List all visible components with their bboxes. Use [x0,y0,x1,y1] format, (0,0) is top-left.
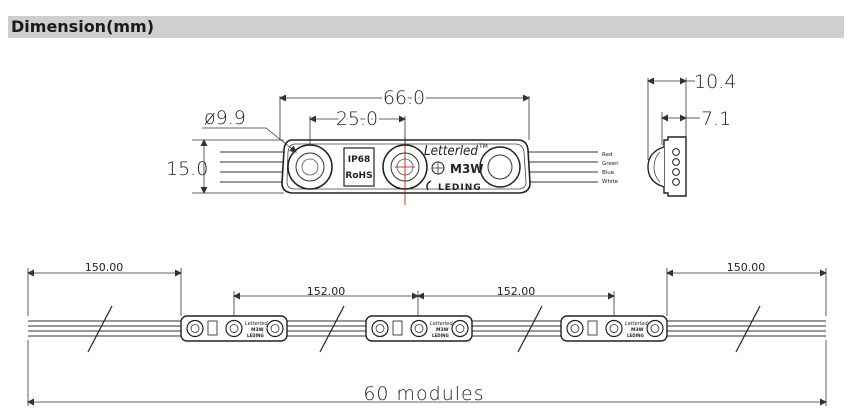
chain-module-3: Letterled M3W LEDING [560,315,668,342]
svg-text:M3W: M3W [436,327,449,333]
svg-text:LEDING: LEDING [627,333,644,338]
svg-text:Letterled: Letterled [430,321,453,327]
dim-pitch: 25.0 [336,108,378,130]
svg-text:Letterled: Letterled [245,321,268,327]
model-text: M3W [450,162,484,176]
svg-text:M3W: M3W [251,327,264,333]
top-view: IP68 RoHS Letterled TM M3W LEDING 66.0 2… [166,85,619,205]
maker-logo-icon [426,180,432,191]
module-count: 60 modules [363,383,484,405]
side-view: 10.4 7.1 [647,71,736,197]
wire-label-blue: Blue [602,170,615,176]
dim-spacing-2: 152.00 [497,285,536,298]
dim-length: 66.0 [383,87,425,109]
dim-lead-right: 150.00 [727,261,766,274]
dim-diameter: ø9.9 [204,107,246,129]
dim-body: 7.1 [701,108,731,130]
label-ip68: IP68 [348,155,370,165]
svg-text:M3W: M3W [631,327,644,333]
dim-height: 15.0 [166,158,208,180]
lens-right [479,146,521,188]
break-mark [87,305,113,353]
brand-text: Letterled [424,144,479,159]
wire-label-white: White [602,179,619,185]
wire-label-red: Red [602,152,612,158]
dim-depth: 10.4 [694,71,736,93]
svg-text:Letterled: Letterled [625,321,648,327]
svg-text:LEDING: LEDING [432,333,449,338]
dim-lead-left: 150.00 [85,261,124,274]
section-header: Dimension(mm) [8,16,844,38]
wires-right [520,151,598,183]
cert-label-box [343,147,375,187]
break-mark [517,305,543,353]
dim-spacing-1: 152.00 [307,285,346,298]
chain-view: 150.00 150.00 152.00 152.00 Letterled M3… [27,261,827,406]
svg-text:LEDING: LEDING [247,333,264,338]
label-rohs: RoHS [345,171,372,181]
break-mark [319,305,345,353]
maker-text: LEDING [438,183,482,193]
chain-module-1: Letterled M3W LEDING [180,315,288,342]
wire-label-green: Green [602,161,619,167]
wires-left [220,151,290,183]
break-mark [735,305,761,353]
side-body [663,136,687,197]
chain-module-2: Letterled M3W LEDING [365,315,473,342]
trademark-text: TM [478,143,488,150]
side-lens-dome [647,146,665,188]
section-title: Dimension(mm) [11,17,155,36]
lens-left [287,144,333,190]
